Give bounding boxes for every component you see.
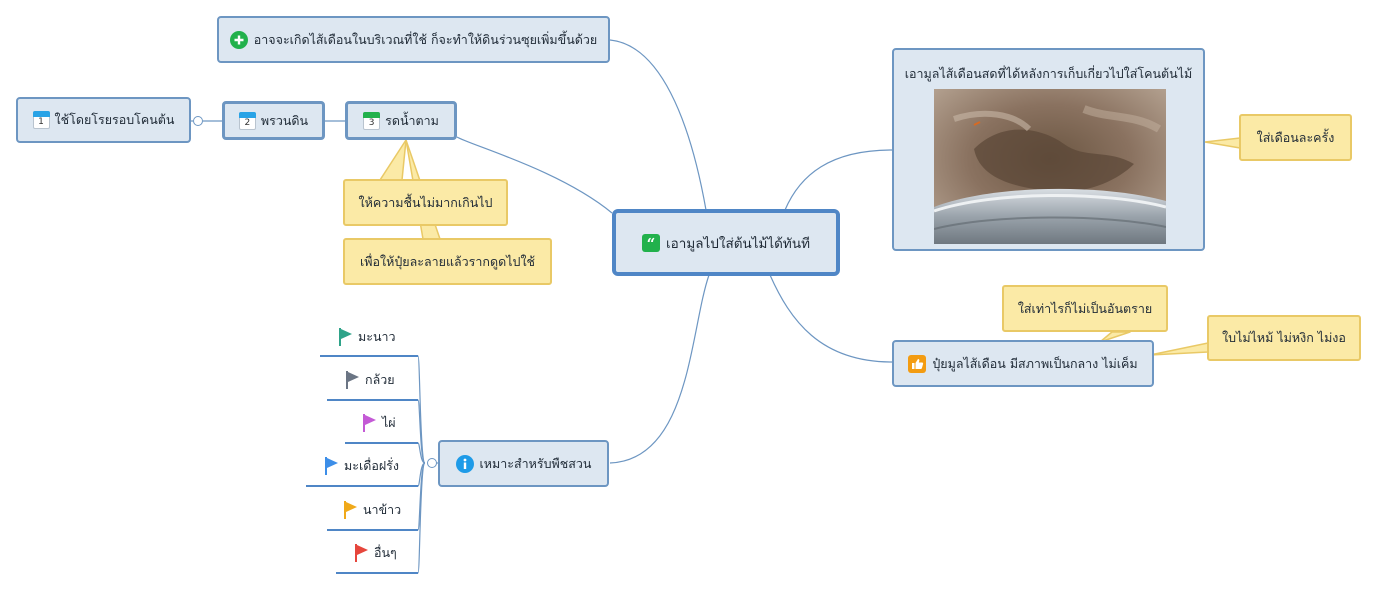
- topic-label: เหมาะสำหรับพืชสวน: [479, 455, 592, 471]
- info-icon: [455, 454, 474, 473]
- plant-item-lime[interactable]: มะนาว: [338, 327, 396, 347]
- step-1[interactable]: 1 ใช้โดยโรยรอบโคนต้น: [16, 97, 191, 143]
- flag-icon: [355, 544, 368, 562]
- central-label: เอามูลไปใส่ต้นไม้ได้ทันที: [666, 235, 810, 252]
- worm-castings-photo: [934, 89, 1166, 244]
- step-2[interactable]: 2 พรวนดิน: [222, 101, 325, 140]
- quote-icon: “: [642, 233, 661, 252]
- calendar-icon: 2: [238, 111, 256, 130]
- flag-icon: [339, 328, 352, 346]
- note-moisture[interactable]: ให้ความชื้นไม่มากเกินไป: [343, 179, 508, 226]
- step-3[interactable]: 3 รดน้ำตาม: [345, 101, 457, 140]
- collapse-handle[interactable]: [427, 458, 437, 468]
- collapse-handle[interactable]: [193, 116, 203, 126]
- topic-suitable-plants[interactable]: เหมาะสำหรับพืชสวน: [438, 440, 609, 487]
- svg-text:“: “: [647, 235, 656, 252]
- topic-worm-benefit[interactable]: อาจจะเกิดไส้เดือนในบริเวณที่ใช้ ก็จะทำให…: [217, 16, 610, 63]
- topic-fresh-castings[interactable]: เอามูลไส้เดือนสดที่ได้หลังการเก็บเกี่ยวไ…: [892, 48, 1205, 251]
- step-label: พรวนดิน: [260, 112, 309, 128]
- plus-icon: [229, 30, 248, 49]
- plant-item-fig[interactable]: มะเดื่อฝรั่ง: [324, 456, 399, 476]
- step-label: รดน้ำตาม: [385, 112, 439, 128]
- flag-icon: [346, 371, 359, 389]
- topic-label: ปุ๋ยมูลไส้เดือน มีสภาพเป็นกลาง ไม่เค็ม: [932, 355, 1138, 371]
- flag-icon: [363, 414, 376, 432]
- note-no-burn[interactable]: ใบไม่ไหม้ ไม่หงิก ไม่งอ: [1207, 315, 1361, 361]
- plant-item-bamboo[interactable]: ไผ่: [362, 413, 396, 433]
- calendar-icon: 3: [363, 111, 381, 130]
- flag-icon: [344, 501, 357, 519]
- topic-label: เอามูลไส้เดือนสดที่ได้หลังการเก็บเกี่ยวไ…: [904, 66, 1193, 81]
- step-label: ใช้โดยโรยรอบโคนต้น: [54, 112, 175, 127]
- central-topic[interactable]: “ เอามูลไปใส่ต้นไม้ได้ทันที: [612, 209, 840, 276]
- note-harmless[interactable]: ใส่เท่าไรก็ไม่เป็นอันตราย: [1002, 285, 1168, 332]
- thumbs-up-icon: [908, 354, 927, 373]
- topic-label: อาจจะเกิดไส้เดือนในบริเวณที่ใช้ ก็จะทำให…: [253, 31, 598, 47]
- plant-item-others[interactable]: อื่นๆ: [354, 543, 397, 563]
- flag-icon: [325, 457, 338, 475]
- note-monthly[interactable]: ใส่เดือนละครั้ง: [1239, 114, 1352, 161]
- calendar-icon: 1: [32, 111, 50, 129]
- plant-item-banana[interactable]: กล้วย: [345, 370, 395, 390]
- topic-neutral-fertilizer[interactable]: ปุ๋ยมูลไส้เดือน มีสภาพเป็นกลาง ไม่เค็ม: [892, 340, 1154, 387]
- plant-item-rice[interactable]: นาข้าว: [343, 500, 401, 520]
- note-dissolve[interactable]: เพื่อให้ปุ๋ยละลายแล้วรากดูดไปใช้: [343, 238, 552, 285]
